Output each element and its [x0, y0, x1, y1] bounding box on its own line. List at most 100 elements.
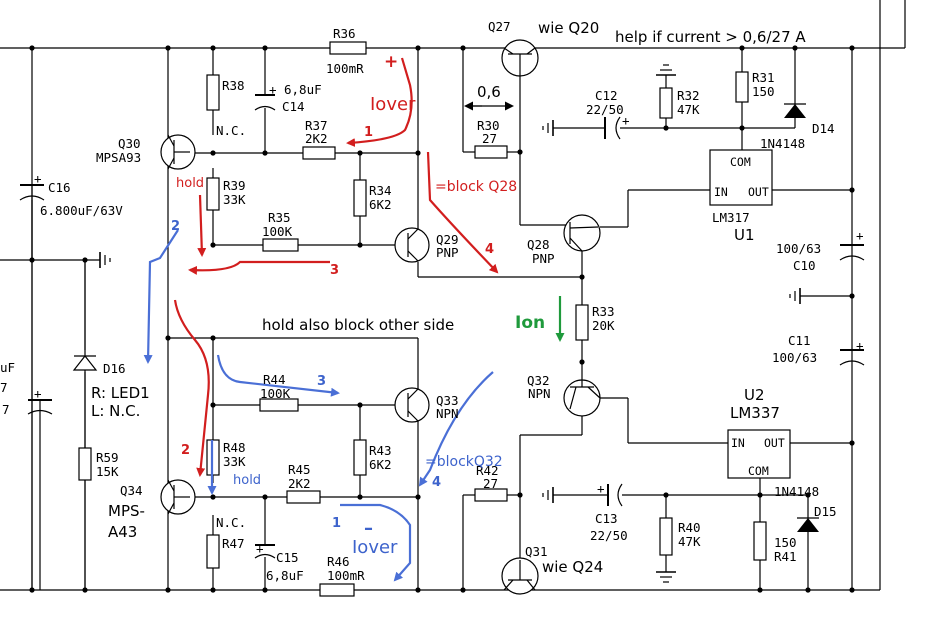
resistor-r44	[259, 398, 299, 412]
i-over-top: Iover	[370, 94, 416, 115]
u1-pin-in: IN	[714, 185, 728, 199]
r46-ref: R46	[327, 554, 350, 569]
q34-type-line2: A43	[108, 523, 137, 541]
q31-ref: Q31	[525, 544, 548, 559]
u2-pin-com: COM	[748, 464, 769, 478]
minus-sign: –	[364, 518, 373, 539]
d16-note1: R: LED1	[91, 384, 150, 402]
resistor-r31	[735, 71, 749, 103]
resistor-r33	[575, 304, 589, 341]
q34-type-line1: MPS-	[108, 502, 145, 520]
c10-ref: C10	[793, 258, 816, 273]
q28-ref: Q28	[527, 237, 550, 252]
r38-ref: R38	[222, 78, 245, 93]
r36-value: 100mR	[326, 61, 364, 76]
red-arrows	[173, 57, 499, 477]
resistor-r30	[474, 145, 508, 159]
d14-type: 1N4148	[760, 136, 805, 151]
resistor-r37	[302, 146, 336, 160]
u1-pin-com: COM	[730, 155, 751, 169]
r31-value: 150	[752, 84, 775, 99]
blue-arrows	[143, 229, 494, 582]
r35-ref: R35	[268, 210, 291, 225]
plus-sign: +	[384, 52, 398, 72]
block-q32: =blockQ32	[425, 454, 503, 470]
r35-value: 100K	[262, 224, 293, 239]
r42-value: 27	[483, 476, 498, 491]
c11-ref: C11	[788, 333, 811, 348]
q33-ref: Q33	[436, 393, 459, 408]
r46-value: 100mR	[327, 568, 365, 583]
resistor-r47	[206, 534, 220, 569]
r42-ref: R42	[476, 463, 499, 478]
nc-top: N.C.	[216, 123, 246, 138]
d16-note2: L: N.C.	[91, 402, 140, 420]
r30-ref: R30	[477, 118, 500, 133]
left-cut-plus: +	[34, 386, 42, 401]
r41-ref: R41	[774, 549, 797, 564]
c13-value: 22/50	[590, 528, 628, 543]
text-labels: help if current > 0,6/27 A hold also blo…	[0, 19, 864, 583]
r32-ref: R32	[677, 88, 700, 103]
red-step-2: 2	[181, 443, 190, 458]
q27-note: wie Q20	[538, 19, 599, 37]
c16-ref: C16	[48, 180, 71, 195]
c12-value: 22/50	[586, 102, 624, 117]
junction-dots	[29, 45, 855, 593]
q28-type: PNP	[532, 251, 555, 266]
q29-type: PNP	[436, 245, 459, 260]
r44-ref: R44	[263, 372, 286, 387]
nc-bottom: N.C.	[216, 515, 246, 530]
r41-value: 150	[774, 535, 797, 550]
r30-value: 27	[482, 131, 497, 146]
r59-ref: R59	[96, 450, 119, 465]
transistor-q29	[394, 227, 430, 263]
d15-type: 1N4148	[774, 484, 819, 499]
block-q28: =block Q28	[435, 179, 517, 195]
left-cut-line2: 7	[0, 380, 8, 395]
help-note: help if current > 0,6/27 A	[615, 28, 806, 46]
resistor-r40	[659, 517, 673, 556]
c10-plus: +	[856, 228, 864, 243]
r40-value: 47K	[678, 534, 701, 549]
r45-value: 2K2	[288, 476, 311, 491]
c11-plus: +	[856, 338, 864, 353]
red-step-4: 4	[485, 242, 494, 257]
i-on: Ion	[515, 313, 545, 333]
c15-plus: +	[256, 541, 264, 556]
hold-also-note: hold also block other side	[262, 316, 454, 334]
transistor-q32	[563, 379, 601, 417]
transistor-q34	[160, 479, 196, 515]
transistors	[160, 39, 601, 595]
capacitors	[19, 94, 865, 590]
r45-ref: R45	[288, 462, 311, 477]
resistor-r39	[206, 177, 220, 211]
r43-value: 6K2	[369, 457, 392, 472]
u1-type: LM317	[712, 210, 750, 225]
d16-ref: D16	[103, 361, 126, 376]
resistor-r36	[329, 41, 367, 55]
q29-ref: Q29	[436, 232, 459, 247]
resistor-r59	[78, 447, 92, 481]
resistor-r43	[353, 439, 367, 476]
c14-plus: +	[269, 82, 277, 97]
ground-symbols	[99, 64, 801, 583]
q32-type: NPN	[528, 386, 551, 401]
c14-value: 6,8uF	[284, 82, 322, 97]
regulators	[709, 149, 791, 479]
diodes	[72, 103, 819, 532]
r39-ref: R39	[223, 178, 246, 193]
diode-d15	[797, 517, 819, 532]
u1-ref: U1	[734, 226, 755, 244]
r40-ref: R40	[678, 520, 701, 535]
c11-value: 100/63	[772, 350, 817, 365]
r48-value: 33K	[223, 454, 246, 469]
resistor-r41	[753, 521, 767, 561]
r34-ref: R34	[369, 183, 392, 198]
blue-step-1: 1	[332, 516, 341, 531]
c16-value: 6.800uF/63V	[40, 203, 123, 218]
c10-value: 100/63	[776, 241, 821, 256]
r43-ref: R43	[369, 443, 392, 458]
u2-pin-in: IN	[731, 436, 745, 450]
resistor-r35	[262, 238, 299, 252]
